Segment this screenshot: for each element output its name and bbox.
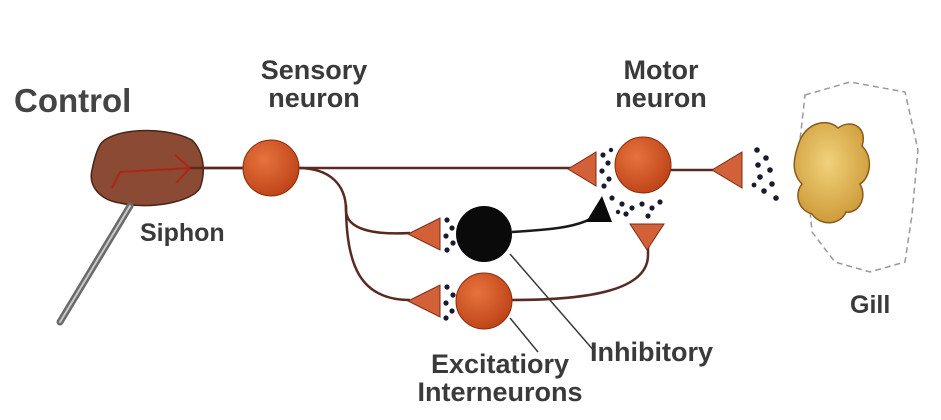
sensory-branch-to-excitatory <box>346 205 410 300</box>
inhibitory-axon <box>512 218 592 232</box>
sensory-neuron-label: Sensory neuron <box>244 56 384 113</box>
terminal-motor-to-gill <box>712 152 742 188</box>
excitatory-axon <box>512 236 648 300</box>
excitatory-label-line2: Interneurons <box>380 378 620 406</box>
gill-label: Gill <box>850 292 890 318</box>
inhibitory-pointer <box>510 254 595 352</box>
control-label: Control <box>14 84 131 119</box>
motor-label-line1: Motor <box>596 56 726 84</box>
siphon-label: Siphon <box>140 220 225 246</box>
terminal-inhibitory-presynaptic <box>586 196 612 222</box>
sensory-branch-to-inhibitory <box>298 168 410 233</box>
motor-neuron <box>615 137 671 193</box>
gill-tissue <box>794 123 869 223</box>
vesicles-sensory-to-motor <box>599 148 613 189</box>
vesicles-on-inhibitory <box>443 217 455 252</box>
sensory-neuron <box>243 140 299 196</box>
motor-label-line2: neuron <box>596 84 726 112</box>
terminal-excitatory-to-motor <box>630 224 664 250</box>
inhibitory-interneuron <box>456 206 512 262</box>
sensory-label-line1: Sensory <box>244 56 384 84</box>
vesicles-presynaptic-cluster <box>609 195 662 218</box>
vesicles-motor-to-gill <box>752 147 779 201</box>
excitatory-label-line1: Excitatiory <box>380 350 620 378</box>
terminal-on-excitatory <box>408 285 440 317</box>
excitatory-interneuron <box>456 273 512 329</box>
excitatory-interneurons-label: Excitatiory Interneurons <box>380 350 620 407</box>
terminal-on-motor <box>568 152 596 186</box>
vesicles-on-excitatory <box>443 284 455 320</box>
excitatory-pointer <box>510 318 538 352</box>
sensory-label-line2: neuron <box>244 84 384 112</box>
motor-neuron-label: Motor neuron <box>596 56 726 113</box>
terminal-on-inhibitory <box>408 218 440 250</box>
